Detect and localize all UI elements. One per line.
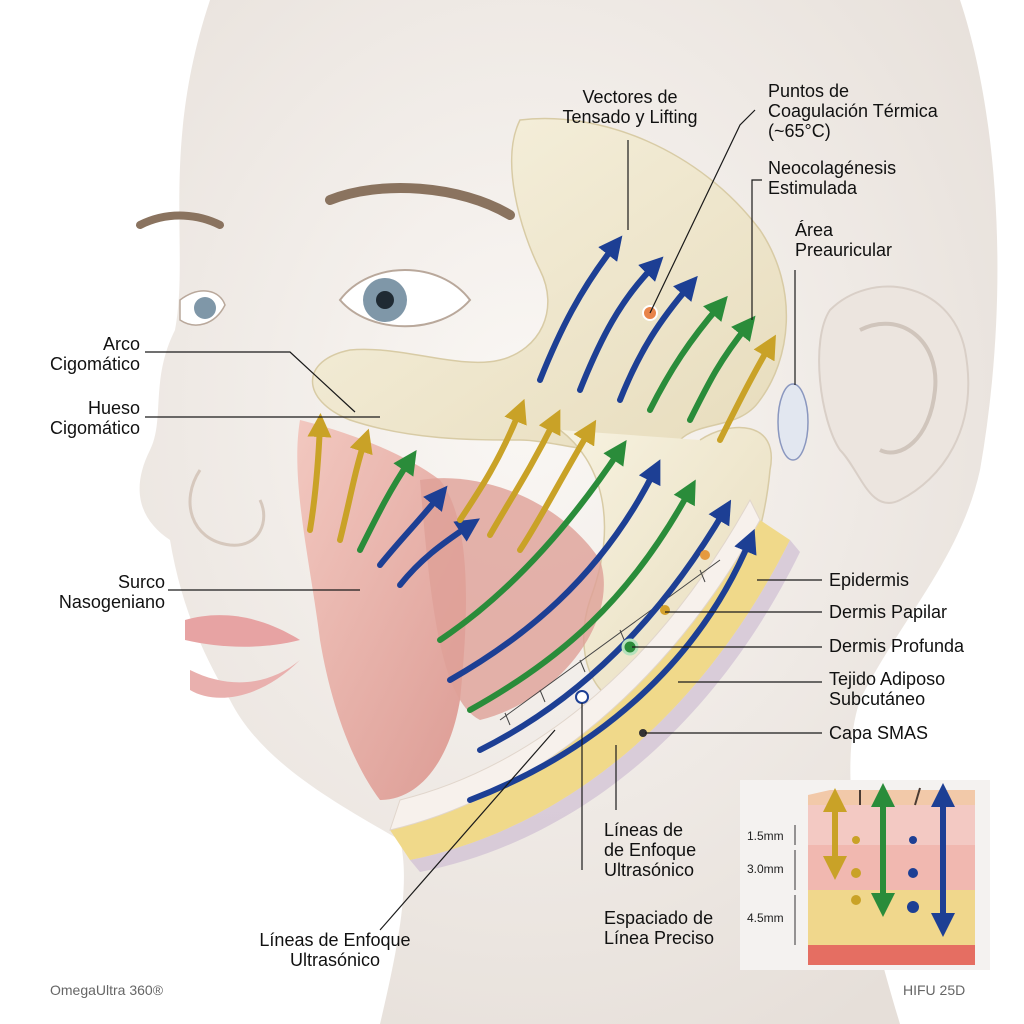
label-epidermis: Epidermis: [829, 570, 910, 590]
focus-point-icon: [660, 605, 670, 615]
leader-lines: [145, 109, 822, 931]
label-lineas-enfoque-2: Líneas de Enfoque Ultrasónico: [259, 930, 411, 970]
label-dermis-profunda: Dermis Profunda: [829, 636, 965, 656]
label-neocolagenesis: Neocolagénesis Estimulada: [768, 158, 897, 198]
ultrasound-focus-lines: [499, 559, 721, 726]
preauricular-area: [777, 383, 809, 461]
zygomatic-bone: [311, 117, 787, 705]
label-vectores-tensado: Vectores de Tensado y Lifting: [562, 87, 698, 127]
focus-point-icon: [639, 729, 647, 737]
label-hueso-cigomatico: Hueso Cigomático: [49, 398, 140, 438]
inset-depth-2: 3.0mm: [747, 862, 784, 876]
brand-footer: OmegaUltra 360®: [50, 982, 164, 998]
model-footer: HIFU 25D: [903, 982, 966, 998]
label-lineas-enfoque-1: Líneas de de Enfoque Ultrasónico: [604, 820, 697, 880]
head-silhouette: [139, 0, 998, 1024]
focus-point-icon: [700, 550, 710, 560]
label-surco-nasogeniano: Surco Nasogeniano: [58, 572, 165, 612]
inset-depth-3: 4.5mm: [747, 911, 784, 925]
label-dermis-papilar: Dermis Papilar: [829, 602, 948, 622]
label-puntos-coagulacion: Puntos de Coagulación Térmica (~65°C): [768, 81, 938, 141]
lifting-vectors: [307, 235, 776, 803]
skin-layers-inset: [740, 780, 990, 970]
inset-depth-1: 1.5mm: [747, 829, 784, 843]
eye: [136, 183, 515, 328]
label-arco-cigomatico: Arco Cigomático: [49, 334, 140, 374]
ear: [818, 285, 970, 504]
label-capa-smas: Capa SMAS: [829, 723, 929, 743]
label-espaciado-linea: Espaciado de Línea Preciso: [604, 908, 715, 948]
label-area-preauricular: Área Preauricular: [795, 220, 893, 260]
nose-mouth: [185, 469, 300, 698]
focus-point-icon: [575, 690, 589, 704]
label-tejido-adiposo: Tejido Adiposo Subcutáneo: [829, 669, 946, 709]
